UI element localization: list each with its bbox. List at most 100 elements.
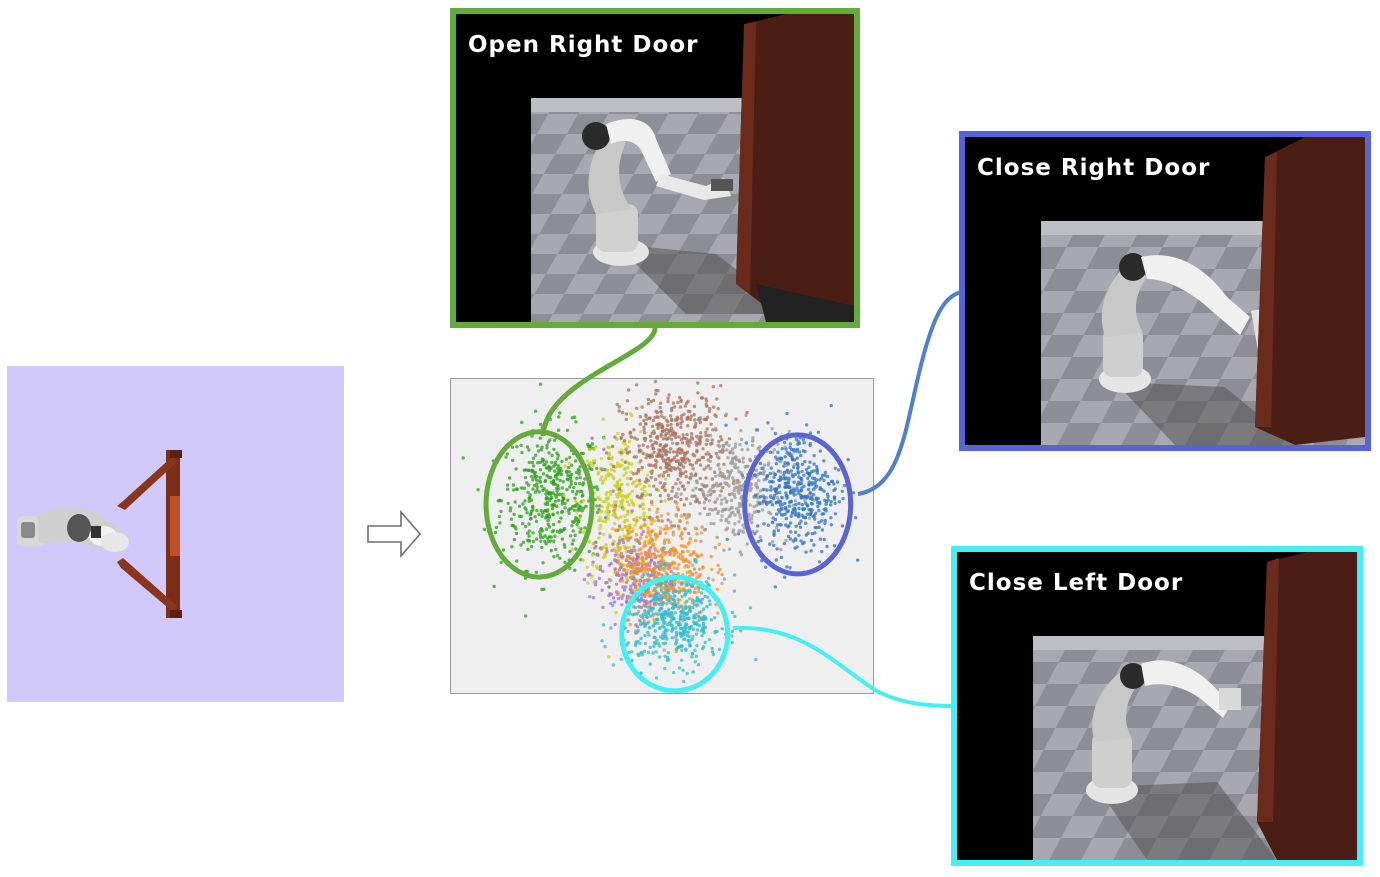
- scatter-point: [527, 499, 531, 503]
- scatter-point: [683, 460, 687, 464]
- scatter-point: [578, 465, 582, 469]
- scatter-point: [539, 527, 543, 531]
- scatter-point: [694, 632, 699, 636]
- scatter-point: [621, 507, 625, 512]
- scatter-point: [823, 470, 828, 475]
- scatter-point: [710, 646, 714, 651]
- scatter-point: [638, 526, 643, 530]
- scatter-point: [701, 566, 705, 570]
- scatter-point: [535, 444, 540, 448]
- scatter-point: [669, 468, 673, 473]
- scatter-point: [620, 572, 625, 577]
- scatter-point: [600, 588, 604, 592]
- scatter-point: [655, 592, 659, 596]
- scatter-point: [534, 474, 539, 479]
- scatter-point: [625, 564, 630, 568]
- scatter-point: [707, 637, 712, 642]
- scatter-point: [781, 513, 785, 517]
- scatter-point: [710, 438, 714, 442]
- scatter-point: [616, 558, 620, 563]
- scatter-point: [565, 487, 569, 492]
- scatter-point: [793, 530, 798, 534]
- scatter-point: [787, 504, 792, 508]
- scatter-point: [737, 529, 741, 533]
- scatter-point: [553, 534, 557, 538]
- scatter-point: [691, 563, 695, 567]
- scatter-point: [643, 612, 648, 617]
- scatter-point: [535, 537, 539, 541]
- scatter-point: [709, 554, 713, 559]
- scatter-point: [557, 415, 561, 419]
- scatter-point: [679, 417, 684, 421]
- scatter-point: [646, 529, 650, 534]
- scatter-point: [792, 493, 796, 497]
- scatter-point: [663, 641, 668, 645]
- scatter-point: [625, 643, 629, 647]
- scatter-point: [660, 636, 664, 641]
- scatter-point: [780, 506, 784, 510]
- scatter-point: [786, 470, 791, 475]
- scatter-point: [625, 476, 630, 481]
- scatter-point: [707, 499, 712, 503]
- scatter-point: [639, 430, 643, 434]
- scatter-point: [645, 515, 649, 519]
- scatter-point: [756, 524, 760, 528]
- scatter-point: [792, 489, 797, 493]
- scatter-point: [761, 466, 765, 470]
- scatter-point: [733, 442, 738, 446]
- scatter-point: [797, 506, 801, 511]
- scatter-point: [631, 588, 635, 593]
- scatter-point: [626, 493, 630, 497]
- scatter-point: [553, 499, 558, 503]
- scatter-point: [695, 643, 699, 648]
- scatter-point: [686, 616, 691, 620]
- scatter-point: [675, 501, 679, 506]
- scatter-point: [651, 651, 655, 655]
- scatter-point: [664, 427, 668, 432]
- scatter-point: [679, 438, 684, 442]
- scatter-point: [709, 433, 713, 438]
- scatter-point: [704, 442, 708, 446]
- scatter-point: [640, 555, 645, 559]
- scatter-point: [793, 499, 798, 503]
- scatter-point: [531, 508, 535, 512]
- scatter-point: [707, 576, 711, 580]
- scatter-point: [702, 528, 707, 532]
- scatter-point: [541, 561, 545, 565]
- scatter-point: [560, 510, 565, 514]
- scatter-point: [642, 511, 646, 515]
- scatter-point: [598, 497, 602, 502]
- scatter-point: [629, 535, 633, 539]
- scatter-point: [815, 464, 819, 469]
- scatter-point: [662, 527, 666, 531]
- scatter-point: [730, 629, 735, 634]
- scatter-point: [747, 457, 752, 461]
- scatter-point: [833, 512, 838, 516]
- scatter-point: [806, 504, 810, 508]
- scatter-point: [612, 469, 617, 473]
- scatter-point: [653, 598, 658, 603]
- scatter-point: [657, 453, 661, 457]
- scatter-point: [656, 422, 660, 426]
- scatter-point: [625, 500, 630, 504]
- highlight-circle: [483, 429, 595, 580]
- scatter-point: [551, 491, 555, 495]
- scatter-point: [626, 388, 631, 392]
- scatter-point: [562, 527, 567, 531]
- scatter-point: [555, 489, 559, 493]
- scatter-point: [574, 459, 578, 463]
- scatter-point: [718, 435, 723, 439]
- cabinet-door-upper: [117, 456, 177, 510]
- scatter-point: [772, 475, 776, 479]
- scatter-point: [725, 448, 729, 452]
- scatter-point: [723, 508, 727, 512]
- scatter-point: [505, 483, 510, 487]
- scatter-point: [625, 536, 629, 540]
- scatter-point: [505, 487, 510, 491]
- scatter-point: [689, 417, 693, 422]
- scatter-point: [775, 457, 779, 462]
- scatter-point: [789, 489, 793, 493]
- scatter-point: [590, 467, 594, 472]
- scatter-point: [811, 493, 816, 497]
- scatter-point: [506, 501, 510, 506]
